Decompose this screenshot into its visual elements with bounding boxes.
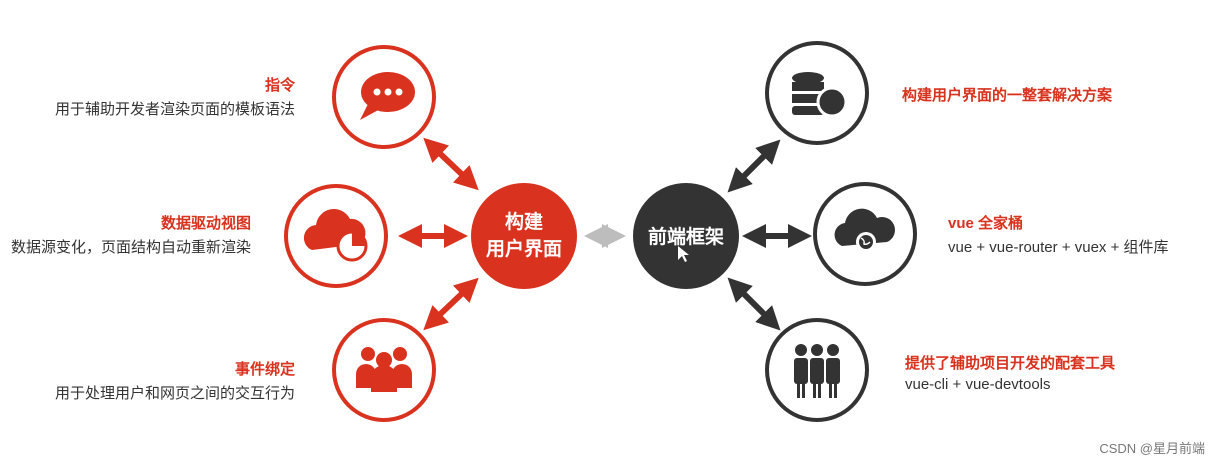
people-group-icon: [356, 347, 412, 392]
team-icon: [794, 344, 840, 398]
left-item-event-desc: 用于处理用户和网页之间的交互行为: [54, 385, 295, 402]
arrow-right-top: [727, 139, 781, 193]
chat-bubbles-icon: [360, 72, 415, 120]
cloud-globe-icon: [834, 208, 896, 252]
left-node-data-driven: [284, 184, 388, 288]
right-item-tools-desc: vue-cli + vue-devtools: [905, 376, 1051, 393]
left-item-event-title: 事件绑定: [234, 361, 295, 378]
center-right-line1: 前端框架: [648, 225, 724, 248]
right-item-vue-family-title: vue 全家桶: [948, 215, 1024, 232]
left-item-directive-desc: 用于辅助开发者渲染页面的模板语法: [54, 101, 295, 118]
right-item-tools-title: 提供了辅助项目开发的配套工具: [905, 355, 1116, 372]
right-item-vue-family-desc: vue + vue-router + vuex + 组件库: [948, 239, 1169, 256]
left-node-directive: [332, 45, 436, 149]
left-item-data-driven-desc: 数据源变化，页面结构自动重新渲染: [10, 239, 251, 256]
right-node-solution: [765, 41, 869, 145]
center-left-line1: 构建: [505, 210, 543, 233]
right-item-solution-title: 构建用户界面的一整套解决方案: [902, 87, 1113, 104]
center-node-build-ui: 构建 用户界面: [471, 183, 577, 289]
arrow-left-top: [423, 137, 479, 191]
database-icon: [792, 72, 848, 118]
left-item-data-driven-title: 数据驱动视图: [160, 215, 251, 232]
left-item-directive-title: 指令: [264, 77, 295, 94]
arrow-right-bottom: [727, 277, 781, 331]
center-node-framework: 前端框架: [633, 183, 739, 289]
cloud-chart-icon: [303, 209, 368, 262]
arrow-left-bottom: [423, 277, 479, 331]
right-node-tools: [765, 318, 869, 422]
cursor-icon: [678, 246, 689, 262]
left-node-event-binding: [332, 318, 436, 422]
right-node-vue-family: [813, 182, 917, 286]
watermark: CSDN @星月前端: [1099, 441, 1205, 456]
center-left-line2: 用户界面: [486, 237, 562, 260]
